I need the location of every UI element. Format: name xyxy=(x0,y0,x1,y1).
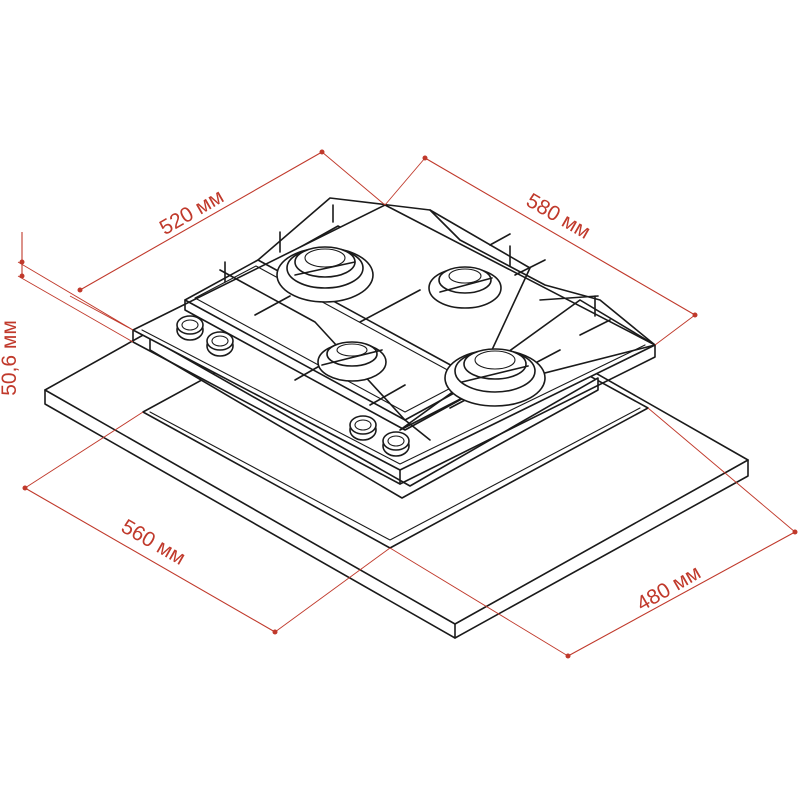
grate-right xyxy=(399,209,656,441)
control-knob-1 xyxy=(176,315,204,341)
dimension-cutout-width xyxy=(22,411,391,635)
control-knobs xyxy=(176,315,410,457)
dimension-cutout-depth xyxy=(389,407,798,659)
control-knob-3 xyxy=(349,415,377,441)
dimension-width-top xyxy=(384,155,698,346)
burner-rear-left xyxy=(276,246,374,303)
burner-rear-right xyxy=(428,266,502,309)
label-cutout-depth: 480 мм xyxy=(633,561,705,616)
burner-front-right xyxy=(444,348,546,407)
dimension-height xyxy=(17,232,134,343)
dimension-depth-top xyxy=(69,149,386,331)
dimension-lines xyxy=(17,149,798,659)
burner-front-left xyxy=(317,341,387,382)
control-knob-2 xyxy=(206,331,234,357)
label-height: 50,6 мм xyxy=(0,320,21,396)
burners xyxy=(276,246,546,407)
control-knob-4 xyxy=(382,431,410,457)
